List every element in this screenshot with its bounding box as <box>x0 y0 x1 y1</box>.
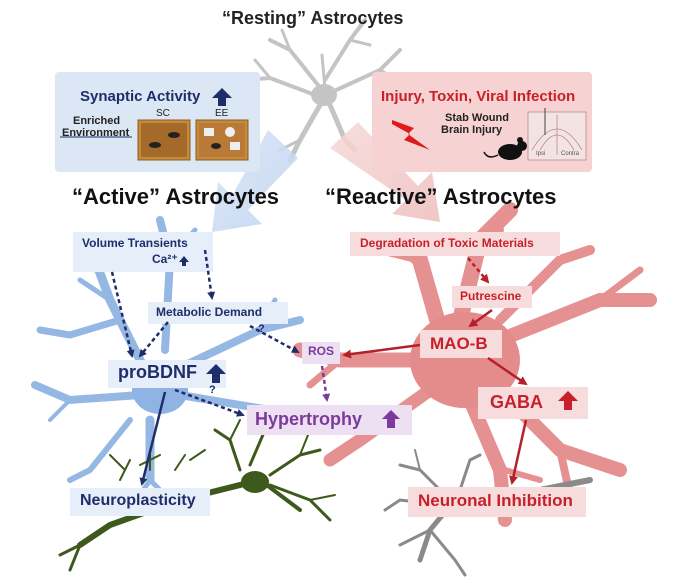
degradation-label: Degradation of Toxic Materials <box>360 236 534 250</box>
question-mark-2: ? <box>209 384 216 396</box>
brain-slice-icon <box>527 108 587 161</box>
stab-wound-line2: Brain Injury <box>441 124 503 136</box>
degradation-box <box>350 232 560 256</box>
cage-sc-label: SC <box>156 108 170 119</box>
hypertrophy-box <box>247 405 412 435</box>
cage-icon <box>137 119 191 161</box>
gaba-label: GABA <box>490 392 543 412</box>
up-arrow-icon <box>382 410 400 428</box>
probdnf-label: proBDNF <box>118 362 197 382</box>
ros-to-hypertrophy-arrow <box>320 365 331 402</box>
volume-transients-label: Volume Transients <box>82 236 188 250</box>
ros-box <box>302 342 340 364</box>
resting-to-active-arrow <box>212 130 298 232</box>
slice-contra-label: Contra <box>561 151 580 157</box>
volume-transients-box <box>73 232 213 272</box>
up-arrow-icon <box>558 391 578 410</box>
mouse-icon <box>483 137 527 160</box>
lightning-icon <box>392 120 430 150</box>
metabolic-demand-label: Metabolic Demand <box>156 305 263 319</box>
putrescine-label: Putrescine <box>460 289 522 303</box>
up-arrow-icon <box>206 364 226 383</box>
resting-astrocyte-soma <box>311 84 337 106</box>
enriched-label-line2: Environment <box>62 127 130 139</box>
active-astrocytes-heading: “Active” Astrocytes <box>72 184 280 209</box>
metabolic-demand-box <box>148 302 288 324</box>
neuroplasticity-box <box>70 488 210 516</box>
neuronal-inhibition-box <box>408 487 586 517</box>
neuronal-inhibition-label: Neuronal Inhibition <box>418 491 573 510</box>
page-title: “Resting” Astrocytes <box>222 8 404 28</box>
reactive-pathway-arrows <box>342 257 528 485</box>
active-pathway-arrows <box>110 249 300 486</box>
putrescine-box <box>452 286 532 308</box>
green-neuron-soma <box>241 471 269 493</box>
cage-ee-label: EE <box>215 108 229 119</box>
question-mark-1: ? <box>258 323 265 335</box>
maob-box <box>420 330 502 358</box>
reactive-astrocytes-heading: “Reactive” Astrocytes <box>325 184 557 209</box>
up-arrow-icon <box>179 256 189 266</box>
injury-title: Injury, Toxin, Viral Infection <box>381 88 576 105</box>
ros-label: ROS <box>308 344 335 358</box>
enriched-label-line1: Enriched <box>73 115 121 127</box>
hypertrophy-label: Hypertrophy <box>255 409 363 429</box>
maob-label: MAO-B <box>430 334 488 353</box>
calcium-label: Ca²⁺ <box>152 252 178 266</box>
up-arrow-icon <box>212 88 232 106</box>
neuroplasticity-label: Neuroplasticity <box>80 492 196 509</box>
cage-icon <box>195 119 249 161</box>
synaptic-activity-title: Synaptic Activity <box>80 88 201 105</box>
slice-ipsi-label: Ipsi <box>536 151 546 157</box>
stab-wound-line1: Stab Wound <box>445 112 509 124</box>
